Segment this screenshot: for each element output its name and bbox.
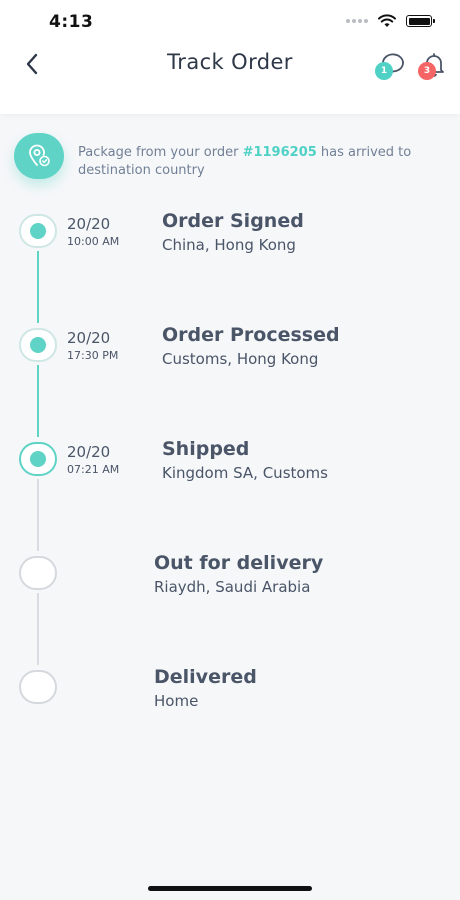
timeline-line bbox=[37, 365, 39, 437]
step-time: 17:30 PM bbox=[67, 349, 119, 362]
chevron-left-icon bbox=[26, 53, 38, 75]
step-time: 07:21 AM bbox=[67, 463, 120, 476]
chat-badge: 1 bbox=[375, 62, 393, 80]
step-location: Home bbox=[154, 692, 199, 710]
step-date: 20/20 bbox=[67, 329, 111, 347]
timeline-line bbox=[37, 251, 39, 323]
step-title: Order Processed bbox=[162, 324, 340, 346]
order-number-link[interactable]: #1196205 bbox=[242, 145, 317, 160]
battery-icon bbox=[406, 15, 435, 27]
notice-suffix: has arrived to destination country bbox=[78, 145, 412, 178]
timeline-line bbox=[37, 479, 39, 551]
step-time: 10:00 AM bbox=[67, 235, 120, 248]
page-title: Track Order bbox=[167, 50, 293, 74]
timeline-node bbox=[19, 556, 57, 590]
status-time: 4:13 bbox=[49, 12, 94, 32]
location-check-icon bbox=[29, 144, 50, 167]
timeline-node bbox=[19, 670, 57, 704]
back-button[interactable] bbox=[18, 50, 46, 78]
wifi-icon bbox=[378, 14, 396, 27]
step-title: Order Signed bbox=[162, 210, 304, 232]
notice-message: Package from your order #1196205 has arr… bbox=[78, 144, 438, 180]
step-date: 20/20 bbox=[67, 443, 111, 461]
step-title: Shipped bbox=[162, 438, 250, 460]
signal-icon bbox=[346, 19, 368, 23]
step-location: Riaydh, Saudi Arabia bbox=[154, 578, 311, 596]
step-location: Kingdom SA, Customs bbox=[162, 464, 328, 482]
timeline-node bbox=[19, 328, 57, 362]
timeline-node-current bbox=[19, 442, 57, 476]
step-title: Delivered bbox=[154, 666, 257, 688]
notice-badge bbox=[14, 133, 64, 179]
step-location: Customs, Hong Kong bbox=[162, 350, 319, 368]
header: 4:13 Track Order 1 3 bbox=[0, 0, 460, 114]
timeline-line bbox=[37, 593, 39, 665]
step-title: Out for delivery bbox=[154, 552, 324, 574]
home-indicator[interactable] bbox=[148, 886, 312, 891]
notifications-badge: 3 bbox=[418, 62, 436, 80]
step-location: China, Hong Kong bbox=[162, 236, 296, 254]
step-date: 20/20 bbox=[67, 215, 111, 233]
timeline-node bbox=[19, 214, 57, 248]
status-icons bbox=[346, 14, 435, 28]
notice-prefix: Package from your order bbox=[78, 145, 243, 160]
